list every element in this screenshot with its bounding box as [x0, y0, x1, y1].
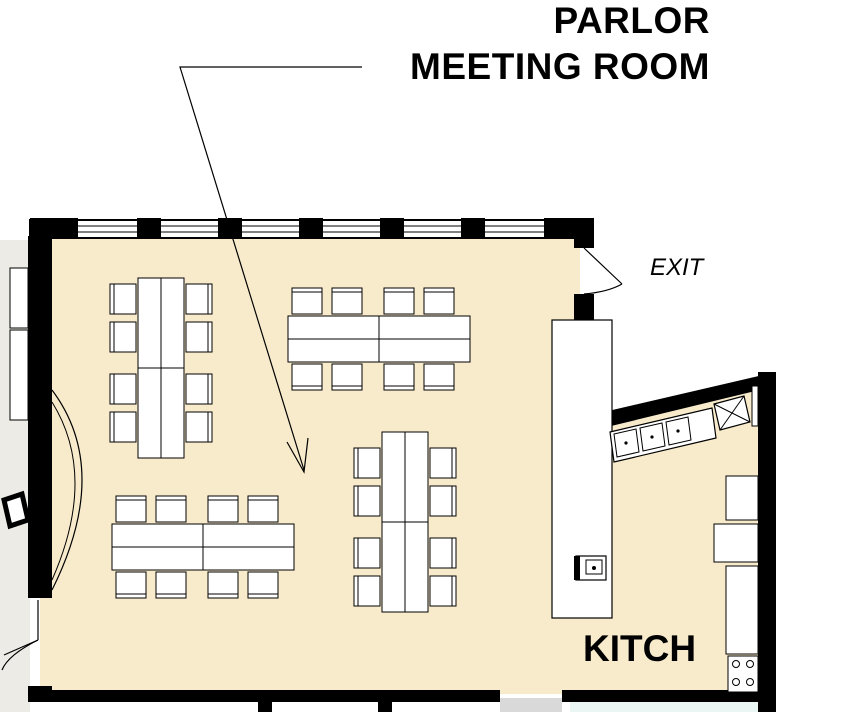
adjacent-fixture — [9, 329, 29, 421]
bottom-wall-stub — [258, 700, 272, 712]
kitchen-right-wall — [758, 372, 776, 712]
kitchen-appliance — [725, 565, 759, 655]
kitchen-appliance — [725, 475, 759, 521]
furniture-group — [109, 277, 471, 613]
kitchen-appliance — [713, 523, 759, 563]
adjacent-space-bottom — [500, 698, 562, 712]
window-pier — [30, 218, 78, 238]
table — [160, 277, 185, 369]
table — [160, 367, 185, 459]
table — [404, 431, 429, 523]
curved-bay — [51, 389, 83, 591]
adjacent-fixture — [9, 267, 29, 329]
table — [404, 521, 429, 613]
sink-drain — [592, 566, 596, 570]
table — [287, 338, 380, 363]
stove-burner — [732, 660, 740, 668]
table — [111, 523, 204, 548]
table — [381, 431, 406, 523]
bottom-wall-right — [562, 690, 762, 702]
kitchen-label: KITCH — [583, 628, 697, 669]
table — [202, 523, 295, 548]
table — [202, 546, 295, 571]
sink-basin — [585, 559, 603, 575]
bottom-wall — [28, 690, 500, 702]
table — [381, 521, 406, 613]
table — [137, 277, 162, 369]
window-pier — [137, 218, 161, 238]
left-wall — [28, 236, 52, 598]
window-pier — [380, 218, 404, 238]
stove-burner — [732, 678, 740, 686]
sink-edge — [574, 556, 580, 580]
exit-door-swing — [583, 247, 623, 295]
room-title-line-1: PARLOR — [553, 0, 710, 41]
table — [137, 367, 162, 459]
left-door-leaf — [3, 639, 39, 656]
exit-label: EXIT — [650, 254, 704, 281]
leader-line — [179, 66, 362, 471]
kitchen-window — [751, 385, 759, 427]
window-pier — [461, 218, 485, 238]
window-pier — [299, 218, 323, 238]
kitchen-stove — [727, 655, 759, 693]
kitchen-top-wall — [578, 372, 776, 434]
bottom-wall-stub — [378, 700, 392, 712]
burner-dot — [624, 441, 628, 445]
table — [378, 315, 471, 340]
curved-bay-inner — [51, 401, 76, 581]
adjacent-column — [1, 490, 31, 530]
burner-dot — [676, 429, 680, 433]
kitchen-sink-cross — [719, 395, 745, 431]
burner-dot — [650, 435, 654, 439]
kitchen-floor — [580, 384, 760, 694]
wall-corner — [574, 218, 594, 248]
leader-arrowhead — [286, 437, 309, 474]
table — [287, 315, 380, 340]
table — [378, 338, 471, 363]
stove-burner — [746, 678, 754, 686]
stove-burner — [746, 660, 754, 668]
room-title-line-2: MEETING ROOM — [410, 46, 710, 87]
table — [111, 546, 204, 571]
adjacent-room-bottom-right — [570, 700, 760, 712]
